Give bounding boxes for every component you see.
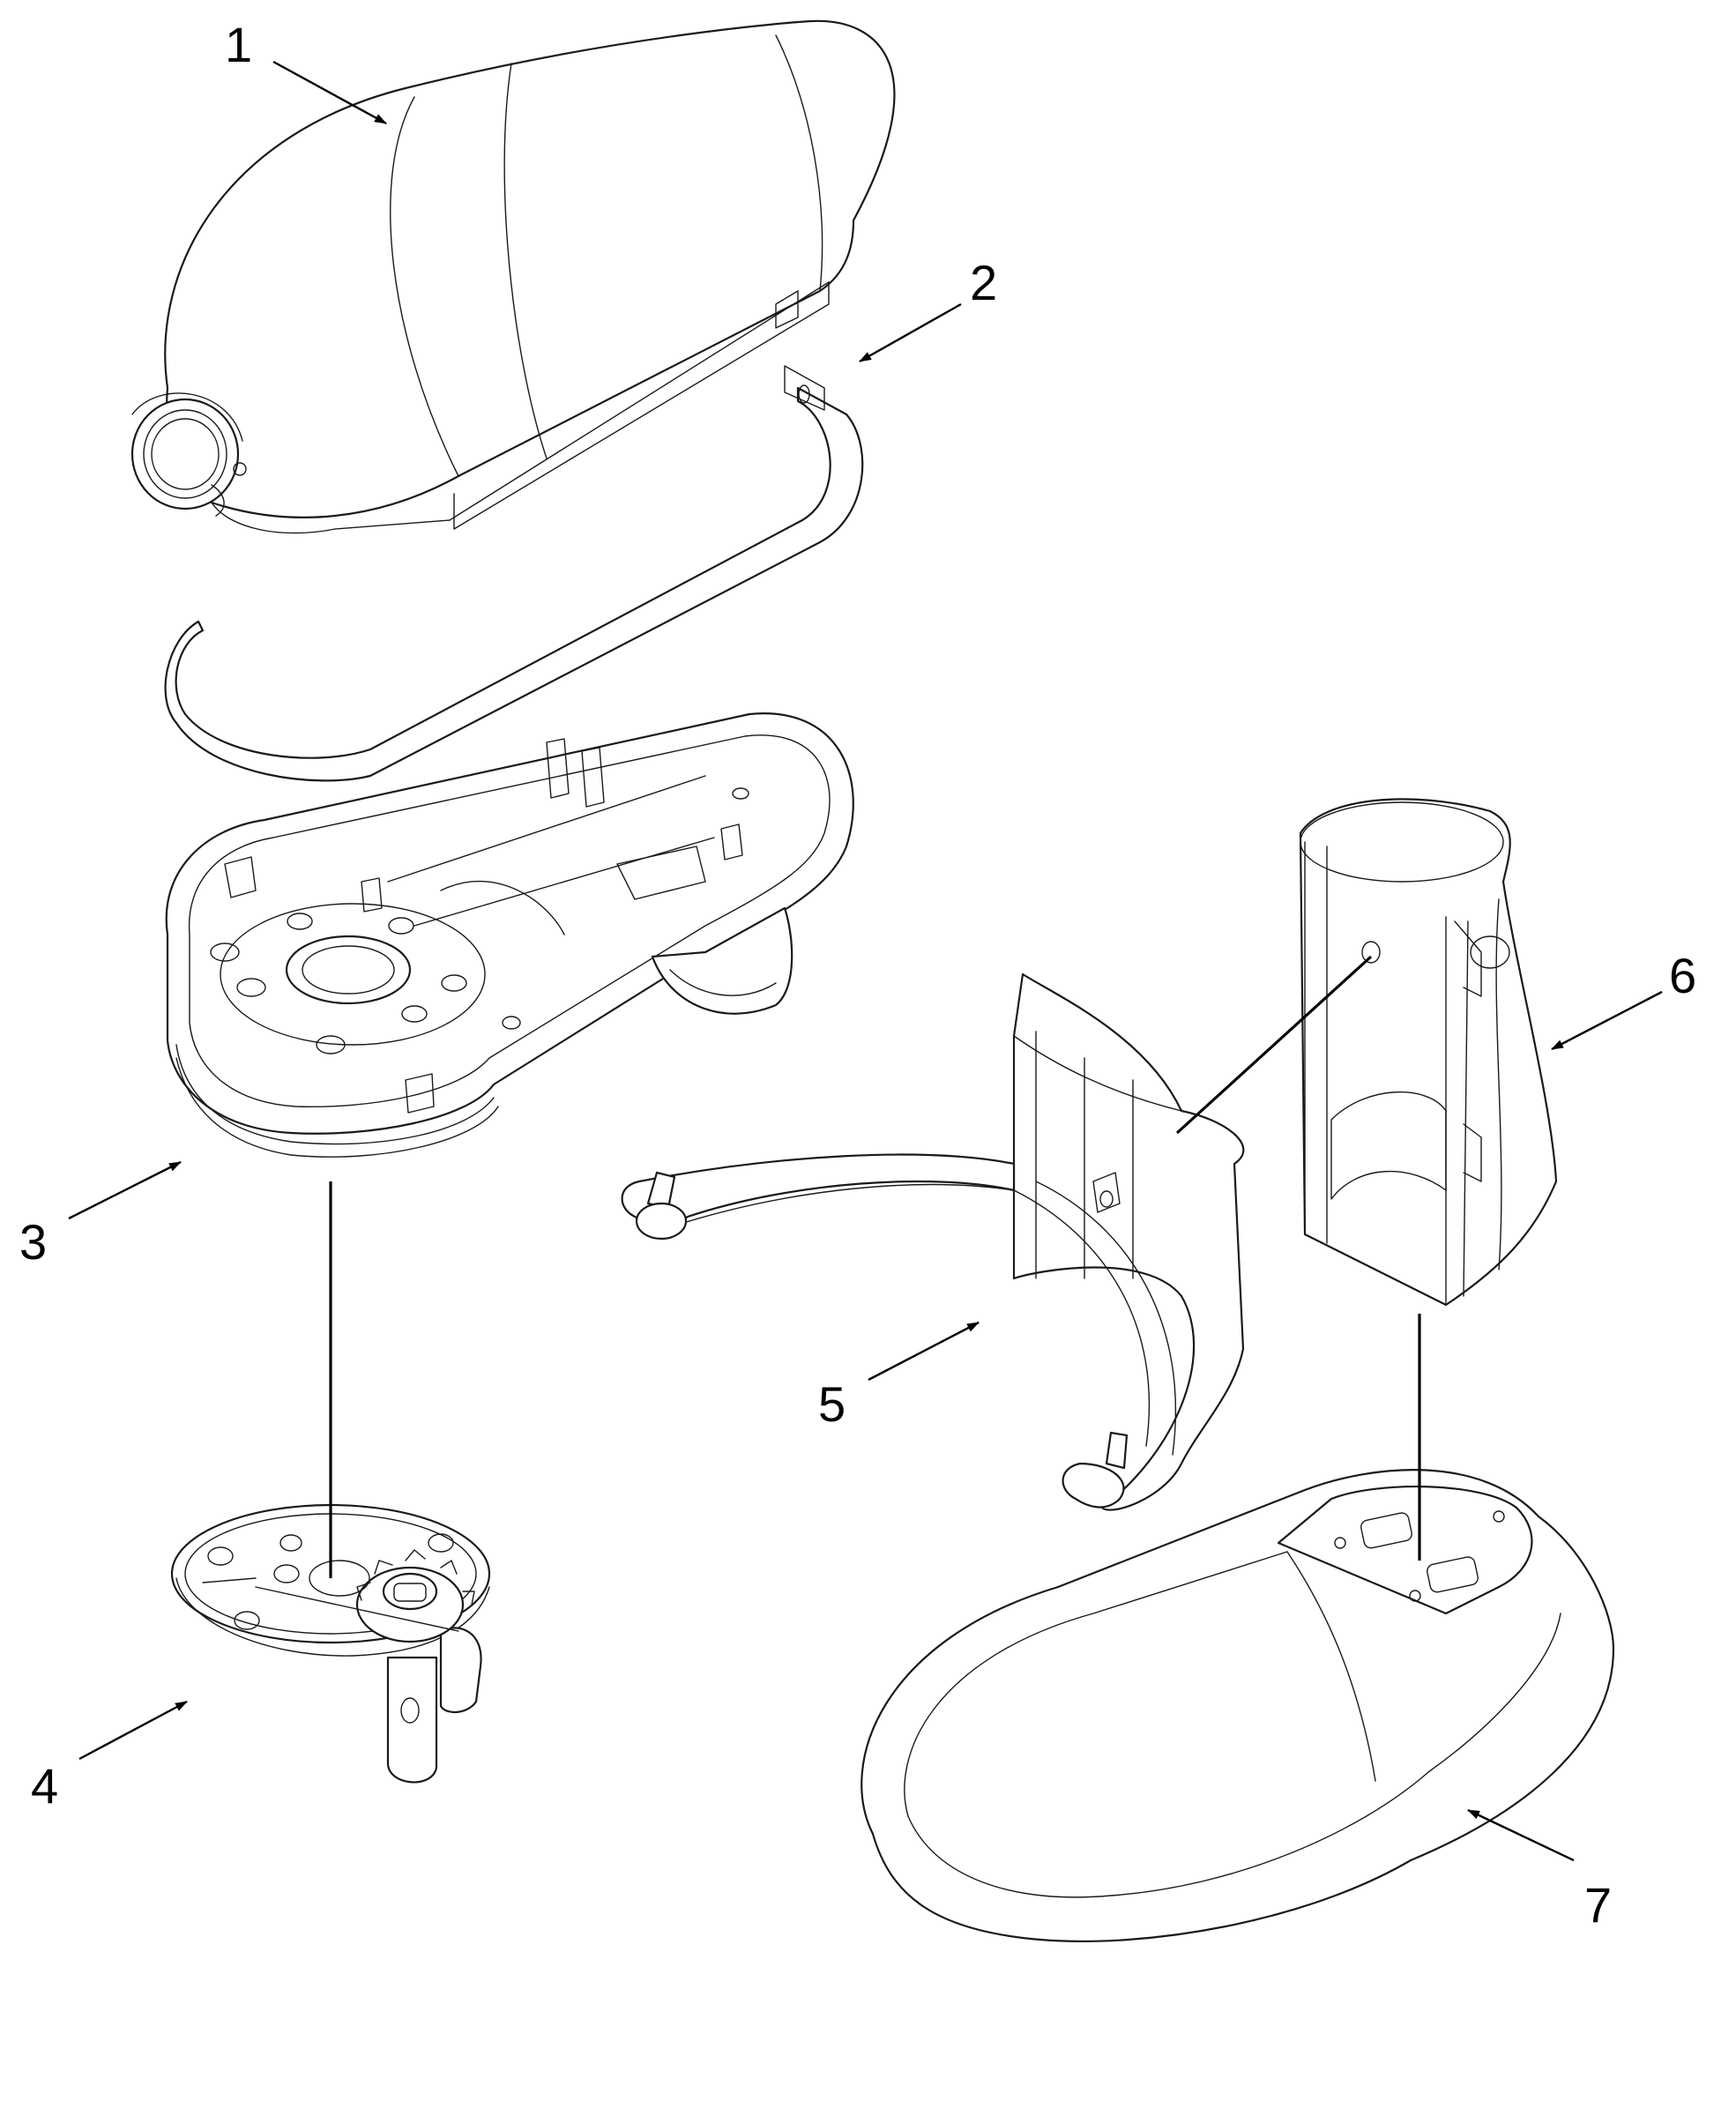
part-3-gear-housing — [165, 712, 854, 1158]
callout-2: 2 — [970, 255, 997, 310]
part-7-base — [861, 1469, 1615, 1942]
part-2-trim-band — [164, 365, 864, 782]
callout-7: 7 — [1584, 1877, 1612, 1933]
part-5-bowl-clamping-arm — [621, 972, 1245, 1511]
leader-arrow-1 — [272, 60, 387, 125]
leader-arrow-6 — [1551, 990, 1663, 1051]
leader-arrow-2 — [859, 302, 962, 363]
callout-labels: 1 2 3 4 5 6 7 — [19, 17, 1696, 1933]
connector-5-to-6 — [1175, 955, 1373, 1135]
part-6-pedestal-column — [1299, 798, 1558, 1307]
callout-4: 4 — [31, 1758, 58, 1814]
leader-arrow-4 — [78, 1700, 188, 1761]
callout-1: 1 — [225, 17, 252, 72]
callout-3: 3 — [19, 1214, 47, 1270]
callout-5: 5 — [818, 1376, 846, 1432]
callout-6: 6 — [1669, 948, 1696, 1003]
leader-arrows — [68, 60, 1663, 1862]
leader-arrow-7 — [1467, 1808, 1575, 1862]
assembly-connector-lines — [329, 955, 1421, 1578]
leader-arrow-5 — [868, 1321, 980, 1382]
part-1-motor-housing — [130, 19, 896, 534]
leader-arrow-3 — [68, 1160, 182, 1220]
